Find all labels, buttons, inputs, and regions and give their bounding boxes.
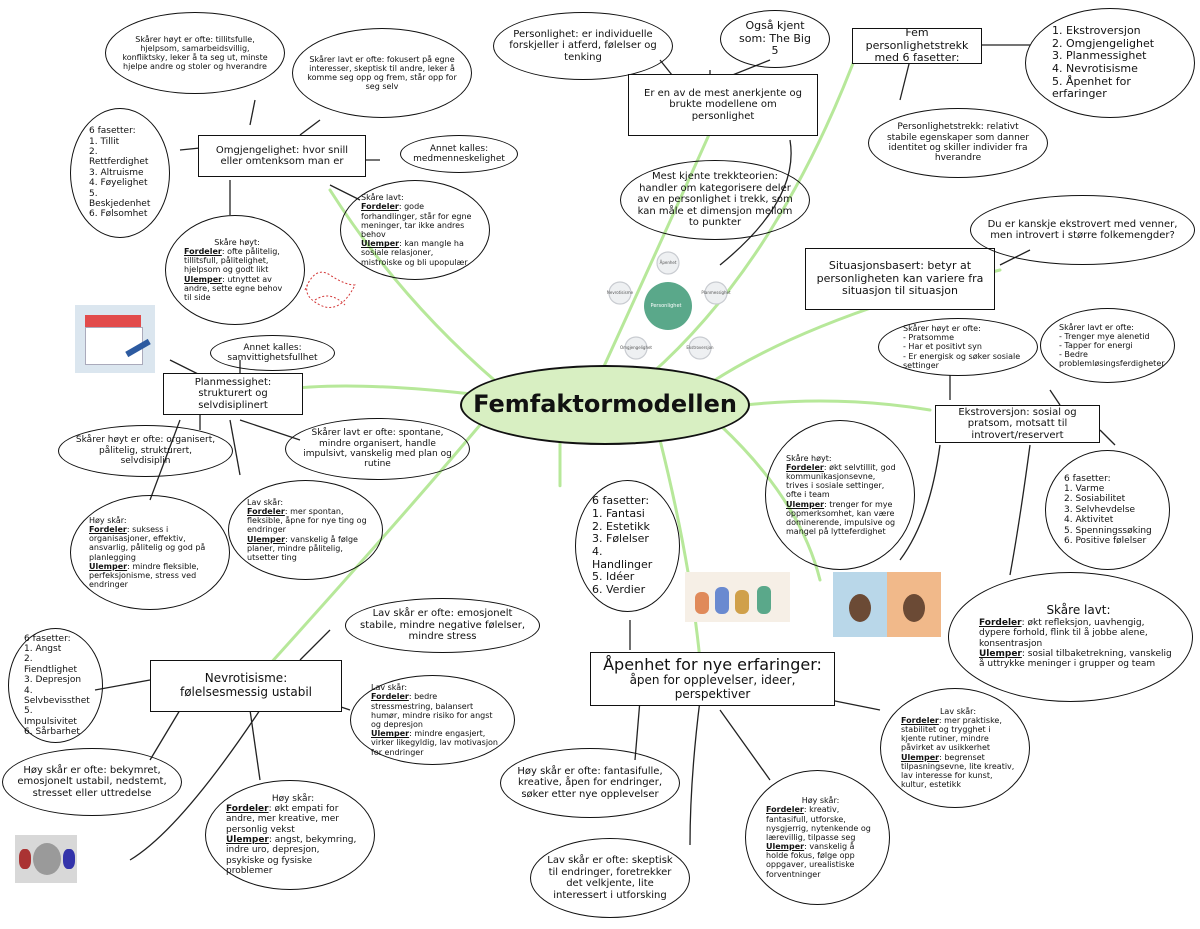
apenhet-hoy-skar-ofte: Høy skår er ofte: fantasifulle, kreative…: [500, 748, 680, 818]
omgjengelighet-annet-kalles: Annet kalles: medmenneskelighet: [400, 135, 518, 173]
mini-node-label: Nevrotisisme: [606, 290, 634, 295]
fasett-item: 1. Fantasi: [592, 507, 645, 521]
anerkjente-modell: Er en av de mest anerkjente og brukte mo…: [628, 74, 818, 136]
planmessighet-main: Planmessighet: strukturert og selvdisipl…: [163, 373, 303, 415]
mini-center-label: Personlighet: [650, 303, 682, 309]
apenhet-lav-skar: Lav skår: Fordeler: mer praktiske, stabi…: [880, 688, 1030, 808]
stressed-person-illustration: [15, 835, 77, 883]
fasett-item: 6. Sårbarhet: [24, 726, 80, 737]
trekk-item: 1. Ekstroversjon: [1052, 24, 1141, 38]
personlighet-mini-diagram: [608, 251, 728, 360]
omgjengelighet-skarer-hoyt: Skårer høyt er ofte: tillitsfulle, hjelp…: [105, 12, 285, 94]
fasett-item: 3. Følelser: [592, 532, 649, 546]
fasett-item: 5. Idéer: [592, 570, 635, 584]
big5-alias: Også kjent som: The Big 5: [720, 10, 830, 68]
apenhet-lav-skar-ofte: Lav skår er ofte: skeptisk til endringer…: [530, 838, 690, 918]
mini-node-label: Omgjengelighet: [619, 345, 653, 350]
apenhet-main: Åpenhet for nye erfaringer: åpen for opp…: [590, 652, 835, 706]
personlighetstrekk-definisjon: Personlighetstrekk: relativt stabile ege…: [868, 108, 1048, 178]
mini-node: [608, 281, 632, 305]
ekstroversjon-skarer-lavt: Skårer lavt er ofte: - Trenger mye alene…: [1040, 308, 1175, 383]
fasett-item: 1. Angst: [24, 644, 62, 655]
fasett-item: 1. Varme: [1064, 484, 1105, 495]
omgjengelighet-skare-hoyt: Skåre høyt: Fordeler: ofte pålitelig, ti…: [165, 215, 305, 325]
ekstroversjon-main: Ekstroversjon: sosial og pratsom, motsat…: [935, 405, 1100, 443]
trekk-liste: 1. Ekstroversjon 2. Omgjengelighet 3. Pl…: [1025, 8, 1195, 118]
trekkteorien: Mest kjente trekkteorien: handler om kat…: [620, 160, 810, 240]
apenhet-fasetter: 6 fasetter: 1. Fantasi 2. Estetikk 3. Fø…: [575, 480, 680, 612]
fasett-item: 5. Spenningssøking: [1064, 525, 1152, 536]
nevrotisisme-lav-skar-ofte: Lav skår er ofte: emosjonelt stabile, mi…: [345, 598, 540, 653]
trekk-item: 4. Nevrotisisme: [1052, 62, 1138, 75]
list-item: - Trenger mye alenetid: [1059, 331, 1150, 341]
fasett-item: 4. Selvbevissthet: [24, 685, 90, 706]
ekstroversjon-skare-hoyt: Skåre høyt: Fordeler: økt selvtillit, go…: [765, 420, 915, 570]
ekstroversjon-skare-lavt: Skåre lavt: Fordeler: økt refleksjon, ua…: [948, 572, 1193, 702]
central-topic: Femfaktormodellen: [460, 365, 750, 445]
list-item: - Bedre problemløsingsferdigheter: [1059, 350, 1165, 369]
du-er-kanskje: Du er kanskje ekstrovert med venner, men…: [970, 195, 1195, 265]
ekstroversjon-skarer-hoyt: Skårer høyt er ofte: - Pratsomme - Har e…: [878, 318, 1038, 376]
mini-center: [644, 282, 692, 330]
fasett-item: 6. Følsomhet: [89, 209, 148, 220]
planmessighet-annet-kalles: Annet kalles: samvittighetsfullhet: [210, 335, 335, 371]
list-item: - Pratsomme: [903, 333, 955, 343]
planmessighet-skarer-lavt: Skårer lavt er ofte: spontane, mindre or…: [285, 418, 470, 480]
omgjengelighet-skarer-lavt: Skårer lavt er ofte: fokusert på egne in…: [292, 28, 472, 118]
calendar-icon: [75, 305, 155, 373]
trekk-item: 5. Åpenhet for erfaringer: [1052, 74, 1131, 101]
fasett-item: 5. Beskjedenhet: [89, 188, 151, 209]
fasett-item: 2. Sosiabilitet: [1064, 494, 1126, 505]
planmessighet-hoy-skar: Høy skår: Fordeler: suksess i organisasj…: [70, 495, 230, 610]
fasett-item: 3. Selvhevdelse: [1064, 504, 1136, 515]
situasjonsbasert: Situasjonsbasert: betyr at personlighete…: [805, 248, 995, 310]
trekk-item: 3. Planmessighet: [1052, 49, 1147, 63]
fasett-item: 2. Rettferdighet: [89, 147, 149, 168]
mini-node: [688, 336, 712, 360]
fasett-item: 3. Altruisme: [89, 167, 144, 178]
fasett-item: 4. Føyelighet: [89, 178, 148, 189]
fasett-item: 4. Aktivitet: [1064, 515, 1114, 526]
mini-node: [704, 281, 728, 305]
fasett-item: 3. Depresjon: [24, 675, 82, 686]
fasett-item: 4. Handlinger: [592, 545, 653, 571]
central-topic-title: Femfaktormodellen: [473, 390, 737, 419]
trekk-item: 2. Omgjengelighet: [1052, 36, 1155, 50]
group-people-illustration: [685, 572, 790, 622]
list-item: - Har et positivt syn: [903, 342, 982, 352]
omgjengelighet-main: Omgjengelighet: hvor snill eller omtenks…: [198, 135, 366, 177]
nevrotisisme-fasetter: 6 fasetter: 1. Angst 2. Fiendtlighet 3. …: [8, 628, 103, 743]
mini-node-label: Planmessighet: [701, 290, 731, 295]
nevrotisisme-hoy-skar: Høy skår: Fordeler: økt empati for andre…: [205, 780, 375, 890]
mini-node-label: Ekstroversjon: [686, 345, 714, 350]
fasett-item: 6. Verdier: [592, 582, 646, 596]
fasett-item: 2. Estetikk: [592, 519, 650, 533]
list-item: - Tapper for energi: [1059, 340, 1133, 350]
omgjengelighet-skare-lavt: Skåre lavt: Fordeler: gode forhandlinger…: [340, 180, 490, 280]
personlighet-definition: Personlighet: er individuelle forskjelle…: [493, 12, 673, 80]
list-item: - Er energisk og søker sosiale settinger: [903, 351, 1021, 370]
fasett-item: 6. Positive følelser: [1064, 535, 1147, 546]
fasett-item: 5. Impulsivitet: [24, 706, 77, 727]
nevrotisisme-hoy-skar-ofte: Høy skår er ofte: bekymret, emosjonelt u…: [2, 748, 182, 816]
fasett-item: 2. Fiendtlighet: [24, 654, 77, 675]
introvert-extrovert-illustration: [833, 572, 941, 637]
planmessighet-lav-skar: Lav skår: Fordeler: mer spontan, fleksib…: [228, 480, 383, 580]
mini-node: [624, 336, 648, 360]
planmessighet-skarer-hoyt: Skårer høyt er ofte: organisert, pålitel…: [58, 425, 233, 477]
omgjengelighet-fasetter: 6 fasetter: 1. Tillit 2. Rettferdighet 3…: [70, 108, 170, 238]
mini-node: [656, 251, 680, 275]
fasett-item: 1. Tillit: [89, 136, 120, 147]
scribble-illustration: [304, 271, 356, 308]
nevrotisisme-lav-skar: Lav skår: Fordeler: bedre stressmestring…: [350, 675, 515, 765]
ekstroversjon-fasetter: 6 fasetter: 1. Varme 2. Sosiabilitet 3. …: [1045, 450, 1170, 570]
fem-personlighetstrekk: Fem personlighetstrekk med 6 fasetter:: [852, 26, 982, 64]
nevrotisisme-main: Nevrotisisme: følelsesmessig ustabil: [150, 660, 342, 712]
apenhet-hoy-skar: Høy skår: Fordeler: kreativ, fantasifull…: [745, 770, 890, 905]
mini-node-label: Åpenhet: [659, 260, 677, 265]
